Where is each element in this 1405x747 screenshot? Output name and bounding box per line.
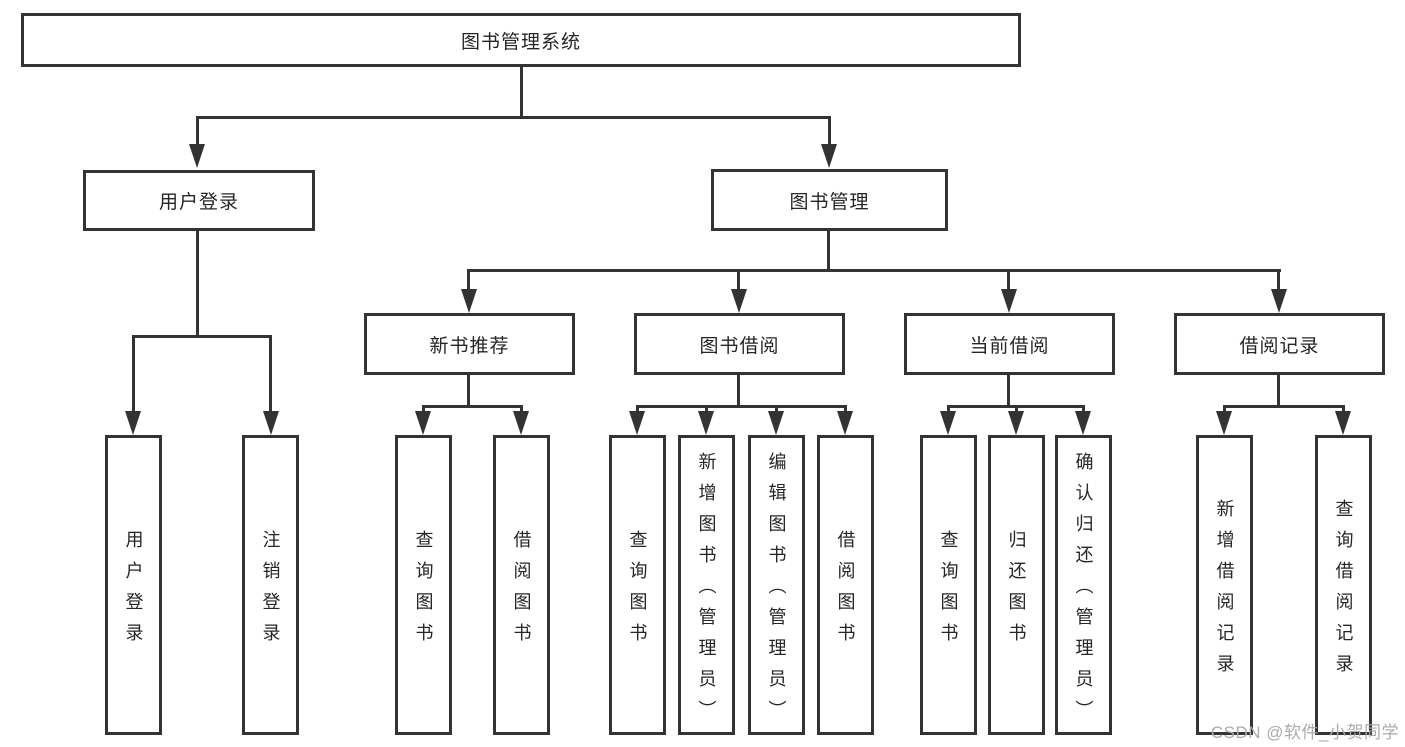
node-user-login: 用户登录 xyxy=(83,170,315,231)
leaf-label: 查询图书 xyxy=(938,529,959,654)
arrowhead-icon xyxy=(1075,411,1091,435)
connector-line xyxy=(467,269,470,293)
leaf-query-books-borrow: 查询图书 xyxy=(609,435,666,735)
leaf-label: 查询借阅记录 xyxy=(1333,498,1354,685)
leaf-add-borrow-record: 新增借阅记录 xyxy=(1196,435,1253,735)
arrowhead-icon xyxy=(513,411,529,435)
connector-line xyxy=(520,67,523,117)
connector-line xyxy=(132,335,272,338)
connector-line xyxy=(1082,405,1085,414)
connector-line xyxy=(132,336,135,415)
connector-line xyxy=(1223,405,1345,408)
connector-line xyxy=(636,405,639,414)
leaf-label: 编辑图书（管理员） xyxy=(766,452,787,731)
node-book-borrow: 图书借阅 xyxy=(634,313,845,375)
connector-line xyxy=(636,405,847,408)
leaf-confirm-return-admin: 确认归还（管理员） xyxy=(1055,435,1112,735)
leaf-label: 注销登录 xyxy=(260,529,281,654)
leaf-borrow-books-borrow: 借阅图书 xyxy=(817,435,874,735)
connector-line xyxy=(422,405,425,414)
arrowhead-icon xyxy=(698,411,714,435)
leaf-query-books-recommend: 查询图书 xyxy=(395,435,452,735)
connector-line xyxy=(269,336,272,415)
connector-line xyxy=(947,405,1085,408)
connector-line xyxy=(828,117,831,147)
leaf-return-book: 归还图书 xyxy=(988,435,1045,735)
connector-line xyxy=(775,405,778,414)
leaf-add-book-admin: 新增图书（管理员） xyxy=(678,435,735,735)
arrowhead-icon xyxy=(629,411,645,435)
arrowhead-icon xyxy=(1271,289,1287,313)
leaf-label: 查询图书 xyxy=(413,529,434,654)
node-library-management-system: 图书管理系统 xyxy=(21,13,1021,67)
connector-line xyxy=(737,269,740,293)
connector-line xyxy=(467,375,470,408)
arrowhead-icon xyxy=(837,411,853,435)
connector-line xyxy=(1223,405,1226,414)
leaf-label: 借阅图书 xyxy=(835,529,856,654)
arrowhead-icon xyxy=(940,411,956,435)
node-borrow-records: 借阅记录 xyxy=(1174,313,1385,375)
leaf-logout: 注销登录 xyxy=(242,435,299,735)
arrowhead-icon xyxy=(1216,411,1232,435)
node-book-management: 图书管理 xyxy=(711,169,948,231)
connector-line xyxy=(827,231,830,272)
connector-line xyxy=(467,269,1281,272)
connector-line xyxy=(1007,269,1010,293)
leaf-user-login: 用户登录 xyxy=(105,435,162,735)
leaf-label: 归还图书 xyxy=(1006,529,1027,654)
arrowhead-icon xyxy=(415,411,431,435)
connector-line xyxy=(1277,269,1280,293)
connector-line xyxy=(737,375,740,408)
node-current-borrow: 当前借阅 xyxy=(904,313,1115,375)
arrowhead-icon xyxy=(821,144,837,168)
arrowhead-icon xyxy=(1001,289,1017,313)
leaf-label: 借阅图书 xyxy=(511,529,532,654)
leaf-query-books-current: 查询图书 xyxy=(920,435,977,735)
leaf-label: 查询图书 xyxy=(627,529,648,654)
connector-line xyxy=(1007,375,1010,408)
leaf-borrow-books-recommend: 借阅图书 xyxy=(493,435,550,735)
connector-line xyxy=(947,405,950,414)
arrowhead-icon xyxy=(731,289,747,313)
arrowhead-icon xyxy=(189,144,205,168)
leaf-label: 新增借阅记录 xyxy=(1214,498,1235,685)
watermark: CSDN @软件_小贺同学 xyxy=(1210,723,1399,742)
leaf-edit-book-admin: 编辑图书（管理员） xyxy=(748,435,805,735)
leaf-label: 新增图书（管理员） xyxy=(696,452,717,731)
leaf-label: 用户登录 xyxy=(123,529,144,654)
connector-line xyxy=(844,405,847,414)
connector-line xyxy=(1277,375,1280,408)
arrowhead-icon xyxy=(1335,411,1351,435)
connector-line xyxy=(196,117,199,147)
connector-line xyxy=(705,405,708,414)
leaf-label: 确认归还（管理员） xyxy=(1073,452,1094,731)
connector-line xyxy=(520,405,523,414)
arrowhead-icon xyxy=(1008,411,1024,435)
connector-line xyxy=(422,405,523,408)
connector-line xyxy=(196,116,831,119)
arrowhead-icon xyxy=(125,411,141,435)
connector-line xyxy=(1015,405,1018,414)
connector-line xyxy=(196,231,199,338)
leaf-query-borrow-record: 查询借阅记录 xyxy=(1315,435,1372,735)
arrowhead-icon xyxy=(263,411,279,435)
arrowhead-icon xyxy=(768,411,784,435)
connector-line xyxy=(1342,405,1345,414)
arrowhead-icon xyxy=(461,289,477,313)
node-new-book-recommend: 新书推荐 xyxy=(364,313,575,375)
